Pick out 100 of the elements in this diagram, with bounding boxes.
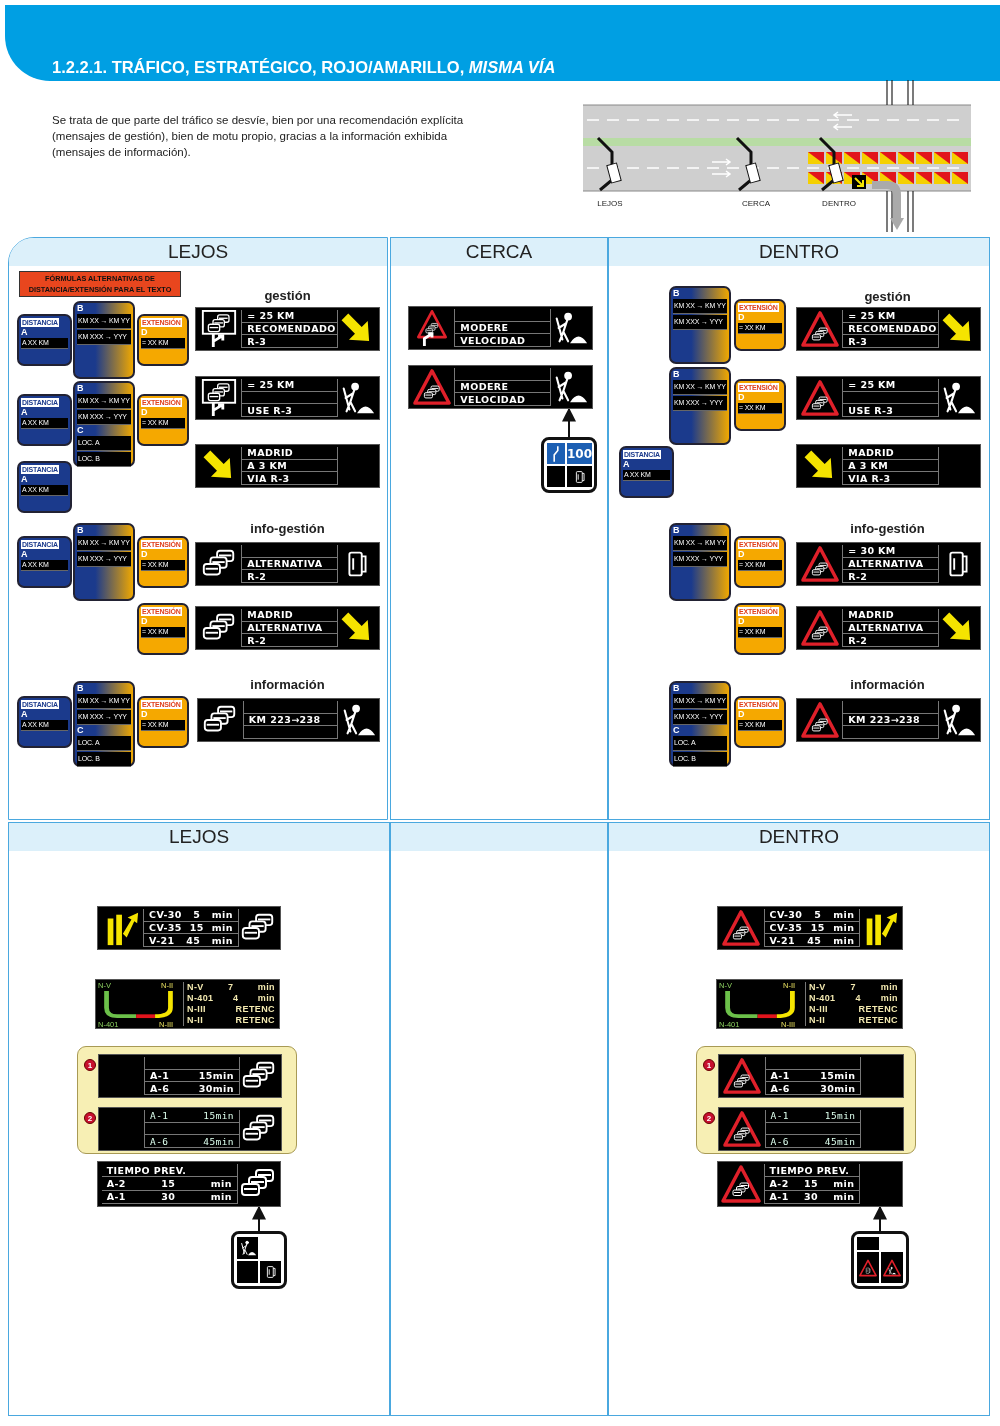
sign-text: MADRID — [848, 447, 896, 459]
sign-text: USE R-3 — [247, 404, 294, 416]
message-sign — [796, 542, 981, 586]
sign-text: V-21 45 min — [769, 934, 855, 946]
sign-text: V-21 45 min — [149, 934, 233, 946]
card-letter: D — [738, 710, 746, 719]
card-letter: D — [738, 313, 746, 322]
message-sign — [796, 307, 981, 351]
extension-card — [137, 314, 189, 366]
sign-text: R-2 — [848, 634, 869, 646]
message-sign — [197, 698, 380, 742]
card-letter: A — [21, 328, 29, 337]
sign-text: A-2 15 min — [106, 1178, 232, 1189]
message-sign — [97, 906, 281, 950]
message-type-heading: gestión — [263, 287, 312, 305]
sign-text: = 25 KM — [848, 379, 897, 391]
card-letter: A — [21, 710, 29, 719]
sign-text: MODERE — [460, 322, 510, 333]
step-number: 1 — [703, 1059, 715, 1071]
card-letter: B — [77, 684, 85, 693]
card-letter: B — [673, 526, 681, 535]
sign-text: CV-35 15 min — [149, 922, 233, 933]
route-section-card — [669, 523, 731, 601]
sign-text: = 25 KM — [848, 310, 897, 322]
sign-text: R-3 — [848, 335, 869, 347]
column-panel — [8, 822, 390, 1416]
sign-text: VIA R-3 — [848, 472, 892, 484]
message-sign — [717, 1161, 903, 1207]
message-sign — [796, 444, 981, 488]
sign-text: MODERE — [460, 381, 510, 392]
sign-text: A-6 30min — [150, 1082, 234, 1094]
message-sign — [195, 376, 380, 420]
extension-card — [137, 394, 189, 446]
sign-text: R-3 — [247, 335, 268, 347]
card-letter: B — [77, 384, 85, 393]
distance-card — [17, 461, 72, 513]
sign-text: KM 223→238 — [848, 714, 922, 725]
card-letter: B — [673, 370, 681, 379]
sign-text: ALTERNATIVA — [247, 622, 324, 633]
card-letter: D — [141, 710, 149, 719]
card-letter: B — [77, 526, 85, 535]
message-sign — [796, 698, 981, 742]
sign-text: A 3 KM — [848, 460, 890, 471]
sign-text: TIEMPO PREV. — [769, 1164, 851, 1176]
message-sign — [796, 376, 981, 420]
extension-card — [734, 299, 786, 351]
sign-text: N-III RETENC — [809, 1004, 898, 1015]
card-letter: A — [623, 460, 631, 469]
icon-panel — [231, 1231, 287, 1289]
card-letter: C — [77, 726, 85, 735]
speed-limit-sign: 100 — [567, 446, 593, 461]
card-letter: C — [673, 726, 681, 735]
page-title: 1.2.2.1. TRÁFICO, ESTRATÉGICO, ROJO/AMARILLO, MISMA VÍA — [52, 58, 556, 77]
sign-text: A-2 15 min — [769, 1178, 855, 1189]
message-sign — [718, 1054, 904, 1098]
card-letter: B — [673, 289, 681, 298]
sign-text: A-6 45min — [150, 1135, 234, 1147]
message-sign — [195, 307, 380, 351]
column-panel — [608, 822, 990, 1416]
card-letter: D — [738, 393, 746, 402]
route-section-card — [669, 681, 731, 767]
message-sign — [408, 365, 593, 409]
column-panel — [8, 237, 388, 820]
sign-text: N-III RETENC — [187, 1004, 275, 1015]
route-section-card — [73, 301, 135, 379]
card-letter: C — [77, 426, 85, 435]
message-type-heading: información — [249, 676, 326, 694]
icon-panel — [541, 437, 597, 493]
extension-card — [734, 696, 786, 748]
card-letter: D — [141, 550, 149, 559]
sign-text: = 25 KM — [247, 379, 296, 391]
sign-text: A-6 45min — [770, 1135, 856, 1147]
column-heading: DENTRO — [609, 823, 989, 851]
sign-text: TIEMPO PREV. — [106, 1164, 188, 1176]
card-letter: B — [77, 304, 85, 313]
sign-text: ALTERNATIVA — [247, 558, 324, 569]
arrow — [562, 407, 576, 438]
route-section-card — [73, 523, 135, 601]
route-section-card — [669, 286, 731, 364]
sign-text: A-1 30 min — [769, 1191, 855, 1203]
message-sign — [98, 1054, 282, 1098]
card-letter: D — [141, 408, 149, 417]
sign-text: R-2 — [247, 634, 268, 646]
message-type-heading: información — [849, 676, 926, 694]
card-letter: A — [21, 550, 29, 559]
route-section-card — [669, 367, 731, 445]
sign-text: N-II RETENC — [187, 1015, 275, 1026]
sign-text: A 3 KM — [247, 460, 289, 471]
arrow — [873, 1205, 887, 1232]
extension-card — [137, 696, 189, 748]
location-label: DENTRO — [821, 198, 857, 210]
sign-text: R-2 — [247, 570, 268, 582]
step-number: 1 — [84, 1059, 96, 1071]
sign-text: A-1 15min — [770, 1070, 856, 1081]
sign-text: N-401 4 min — [187, 993, 275, 1004]
sign-text: A-1 15min — [770, 1110, 856, 1122]
card-letter: A — [21, 408, 29, 417]
route-section-card — [73, 681, 135, 767]
route-map-sign — [95, 979, 280, 1029]
message-sign — [97, 1161, 281, 1207]
